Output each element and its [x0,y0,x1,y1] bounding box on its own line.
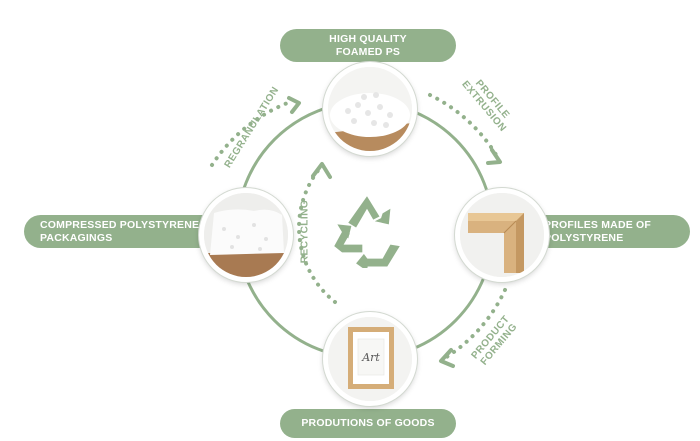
node-label-line: PACKAGINGS [40,231,113,244]
picture-frame-image: Art [323,312,417,406]
node-label-line: COMPRESSED POLYSTYRENE [40,219,200,232]
foam-pellets-image [323,62,417,156]
node-label-line: HIGH QUALITY [329,33,407,46]
node-label-line: PROFILES MADE OF [544,219,652,232]
node-label-line: PRODUTIONS OF GOODS [301,417,435,430]
recycling-label: RECYCLING [299,199,311,264]
node-label-line: FOAMED PS [335,45,401,58]
node-label-productions-of-goods: PRODUTIONS OF GOODS [280,409,456,438]
node-label-line: POLYSTYRENE [544,231,624,244]
wood-profile-image [455,188,549,282]
compressed-foam-image [199,188,293,282]
node-label-high-quality-foamed-ps: HIGH QUALITY FOAMED PS [280,29,456,62]
recycle-icon [334,196,400,268]
frame-art-text: Art [361,351,380,364]
